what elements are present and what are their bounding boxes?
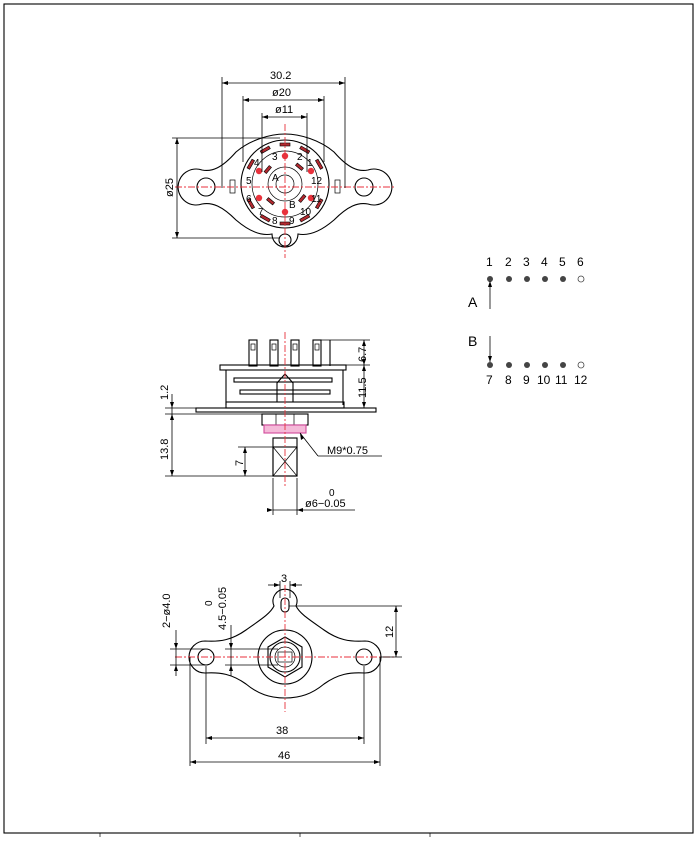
terminal-slots — [246, 142, 324, 226]
pin-numbers: 2 3 4 5 6 7 8 9 10 11 12 1 A B — [246, 152, 323, 227]
shaft-diameter: ø6−0.05 — [305, 498, 346, 510]
bottom-ticks — [99, 833, 431, 837]
pin-label-8: 8 — [272, 216, 278, 227]
bottom-flange-outline — [188, 588, 382, 699]
legend-row-b-numbers: 7 8 9 10 11 12 — [486, 373, 588, 387]
pin-label-12: 12 — [311, 176, 323, 187]
dim-7: 7 — [234, 460, 246, 466]
rotor-label-a: A — [272, 173, 279, 184]
legend-b-8: 8 — [505, 373, 512, 387]
dim-d25: ø25 — [164, 178, 176, 197]
pin-label-6: 6 — [246, 194, 252, 205]
dim-flat-tolerance: 0 — [204, 600, 215, 606]
top-arrows — [175, 81, 345, 238]
pin-label-3: 3 — [272, 152, 278, 163]
shaft-tolerance-upper: 0 — [329, 488, 335, 499]
mounting-plate — [195, 407, 377, 413]
sheet-border — [3, 3, 694, 834]
legend-b-7: 7 — [486, 373, 493, 387]
pin-label-5: 5 — [246, 176, 252, 187]
legend-b-12: 12 — [574, 373, 588, 387]
dim-hole-dia: 2−ø4.0 — [161, 593, 173, 628]
legend-label-a: A — [468, 294, 478, 310]
legend-label-b: B — [468, 333, 477, 349]
pin-label-11: 11 — [311, 194, 322, 205]
top-tab-left — [229, 179, 236, 194]
bottom-view: 3 2−ø4.0 0 4.5−0.05 12 38 46 — [161, 573, 402, 766]
legend-b-9: 9 — [523, 373, 530, 387]
legend-a-2: 2 — [505, 255, 512, 269]
dim-d20: ø20 — [272, 87, 291, 99]
dim-flat-width: 4.5−0.05 — [217, 587, 229, 630]
rotor-label-b: B — [289, 200, 296, 211]
dim-13-8: 13.8 — [159, 439, 171, 460]
wafer-deck-upper — [219, 364, 347, 371]
dim-46: 46 — [278, 750, 290, 762]
wafer-deck-mid — [233, 377, 333, 383]
legend-row-b-dots — [487, 361, 585, 369]
side-dimensions — [165, 339, 382, 515]
pin-label-9: 9 — [289, 216, 295, 227]
contact-legend: 1 2 3 4 5 6 A B 7 — [468, 255, 588, 387]
dim-30-2: 30.2 — [270, 70, 291, 82]
pin-label-7: 7 — [258, 207, 264, 218]
top-dimensions — [172, 77, 346, 239]
side-view: 6.7 11.5 1.2 13.8 7 M9*0.75 0 ø6−0.05 — [159, 332, 382, 515]
side-arrows — [170, 340, 366, 512]
legend-a-5: 5 — [559, 255, 566, 269]
legend-a-1: 1 — [486, 255, 493, 269]
bottom-arrows — [174, 583, 398, 764]
dim-3: 3 — [281, 573, 287, 585]
pin-label-1: 1 — [307, 158, 313, 169]
pin-label-10: 10 — [300, 207, 312, 218]
legend-b-10: 10 — [537, 373, 551, 387]
pin-label-2: 2 — [297, 152, 303, 163]
dim-11-5: 11.5 — [357, 377, 369, 398]
thread-callout: M9*0.75 — [327, 445, 368, 457]
top-tab-right — [334, 179, 341, 194]
dim-6-7: 6.7 — [357, 347, 369, 362]
dim-1-2: 1.2 — [159, 385, 171, 400]
legend-a-6: 6 — [577, 255, 584, 269]
shaft — [272, 437, 298, 477]
top-view: 2 3 4 5 6 7 8 9 10 11 12 1 A B — [164, 70, 395, 258]
pin-label-4: 4 — [254, 158, 260, 169]
legend-a-4: 4 — [541, 255, 548, 269]
legend-a-3: 3 — [523, 255, 530, 269]
legend-row-a-numbers: 1 2 3 4 5 6 — [486, 255, 584, 269]
legend-row-a-dots — [487, 275, 585, 283]
dim-38: 38 — [276, 725, 288, 737]
legend-b-11: 11 — [555, 373, 568, 387]
solder-lugs — [248, 339, 331, 367]
detent-cam — [276, 373, 294, 403]
dim-d11: ø11 — [275, 104, 293, 116]
dim-12: 12 — [384, 626, 396, 638]
